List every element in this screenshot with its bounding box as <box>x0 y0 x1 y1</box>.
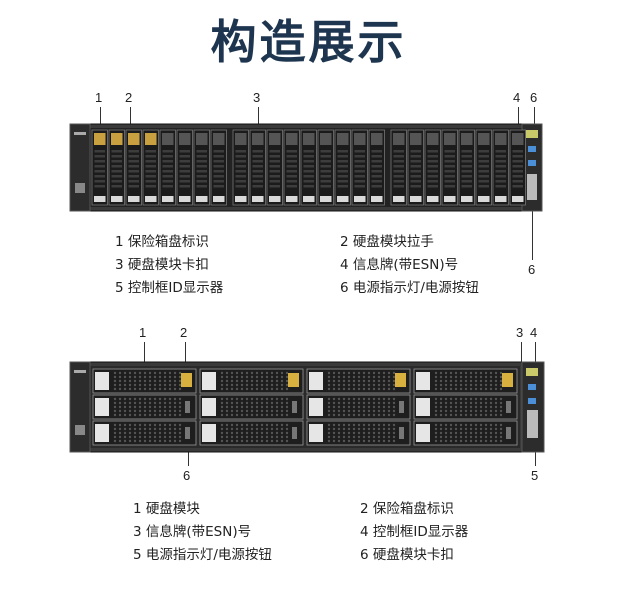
drive-bay <box>492 129 509 206</box>
callout2-5: 5 <box>531 468 539 483</box>
drive-bay <box>441 129 458 206</box>
callout2-1: 1 <box>139 325 147 340</box>
drive-bay <box>306 420 411 446</box>
drive-bay <box>159 129 176 206</box>
drive-bays-1 <box>91 129 526 206</box>
drive-bay <box>300 129 317 206</box>
drive-bay <box>413 420 518 446</box>
drive-bay <box>351 129 368 206</box>
drive-bay <box>176 129 193 206</box>
legend-1-item-1: 1 保险箱盘标识 <box>115 234 209 250</box>
drive-bay <box>334 129 351 206</box>
drive-bay <box>249 129 266 206</box>
drive-bay <box>306 368 411 394</box>
power-button-icon-2 <box>527 410 538 438</box>
legend-1-item-3: 3 硬盘模块卡扣 <box>115 257 209 273</box>
drive-bay <box>509 129 526 206</box>
callout-3: 3 <box>253 90 261 105</box>
drive-bay <box>283 129 300 206</box>
page-title: 构造展示 <box>210 15 407 69</box>
id-display-icon <box>526 130 538 138</box>
leader-2 <box>130 107 131 137</box>
leader2-2 <box>185 342 186 372</box>
callout2-4: 4 <box>530 325 538 340</box>
leader-6-bottom <box>532 182 533 260</box>
drive-bay <box>199 394 304 420</box>
drive-bay <box>407 129 424 206</box>
drive-bay <box>108 129 125 206</box>
callout-4: 4 <box>513 90 521 105</box>
callout2-3: 3 <box>516 325 524 340</box>
callout-1: 1 <box>95 90 103 105</box>
drive-bay <box>92 420 197 446</box>
logo-icon <box>75 183 85 193</box>
legend-2-item-5: 5 电源指示灯/电源按钮 <box>133 547 272 563</box>
leader-4 <box>518 107 519 129</box>
drive-bay <box>317 129 334 206</box>
callout-6: 6 <box>530 90 538 105</box>
drive-bay <box>210 129 227 206</box>
legend-1-item-2: 2 硬盘模块拉手 <box>340 234 434 250</box>
leader2-4 <box>535 342 536 362</box>
drive-bay <box>92 368 197 394</box>
drive-bay <box>413 368 518 394</box>
legend-1-item-6: 6 电源指示灯/电源按钮 <box>340 280 479 296</box>
drive-bay <box>199 368 304 394</box>
callout2-2: 2 <box>180 325 188 340</box>
drive-bay <box>413 394 518 420</box>
legend-2-item-3: 3 信息牌(带ESN)号 <box>133 524 252 540</box>
drive-bay <box>424 129 441 206</box>
legend-1-item-4: 4 信息牌(带ESN)号 <box>340 257 459 273</box>
drive-bay <box>92 394 197 420</box>
logo-icon-2 <box>75 425 85 435</box>
drive-bay <box>306 394 411 420</box>
legend-2-item-1: 1 硬盘模块 <box>133 501 200 517</box>
legend-2-item-6: 6 硬盘模块卡扣 <box>360 547 454 563</box>
callout-2: 2 <box>125 90 133 105</box>
drive-bay <box>125 129 142 206</box>
drive-bay <box>91 129 108 206</box>
drive-bay <box>458 129 475 206</box>
legend-2-item-2: 2 保险箱盘标识 <box>360 501 454 517</box>
drive-bays-2 <box>92 368 518 446</box>
drive-bay <box>142 129 159 206</box>
callout2-6: 6 <box>183 468 191 483</box>
legend-1-item-5: 5 控制框ID显示器 <box>115 280 224 296</box>
drive-bay <box>266 129 283 206</box>
id-display-icon-2 <box>526 368 538 376</box>
drive-bay <box>368 129 385 206</box>
power-button-icon <box>527 174 537 200</box>
drive-bay <box>475 129 492 206</box>
drive-bay <box>199 420 304 446</box>
legend-2-item-4: 4 控制框ID显示器 <box>360 524 469 540</box>
drive-bay <box>232 129 249 206</box>
drive-bay <box>193 129 210 206</box>
leader2-3 <box>521 342 522 364</box>
callout-6-bottom: 6 <box>528 262 536 277</box>
leader-6 <box>534 107 535 125</box>
drive-bay <box>390 129 407 206</box>
